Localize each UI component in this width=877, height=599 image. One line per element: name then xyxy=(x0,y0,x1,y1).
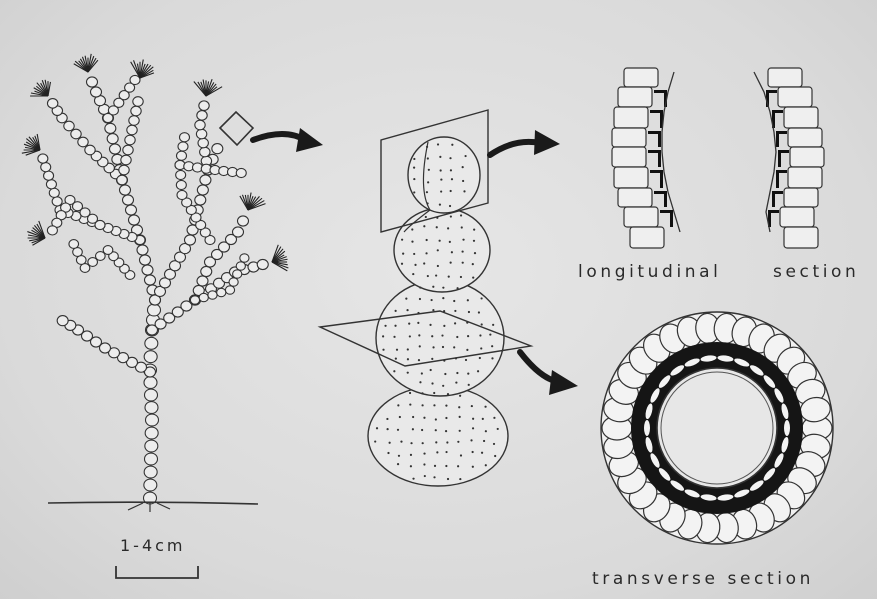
arrow-icon xyxy=(253,128,323,152)
longitudinal-section-left xyxy=(612,68,680,248)
scale-label: 1-4cm xyxy=(120,536,186,555)
scale-bar xyxy=(116,566,198,578)
arrow-icon xyxy=(520,352,578,395)
transverse-section-label: transverse section xyxy=(592,569,814,589)
transverse-section-drawing xyxy=(601,312,833,544)
section-label: section xyxy=(773,262,859,282)
longitudinal-section-right xyxy=(754,68,824,248)
magnify-box xyxy=(220,112,253,145)
longitudinal-label: longitudinal xyxy=(578,262,721,282)
arrow-icon xyxy=(490,130,560,155)
plant-drawing xyxy=(22,54,289,504)
